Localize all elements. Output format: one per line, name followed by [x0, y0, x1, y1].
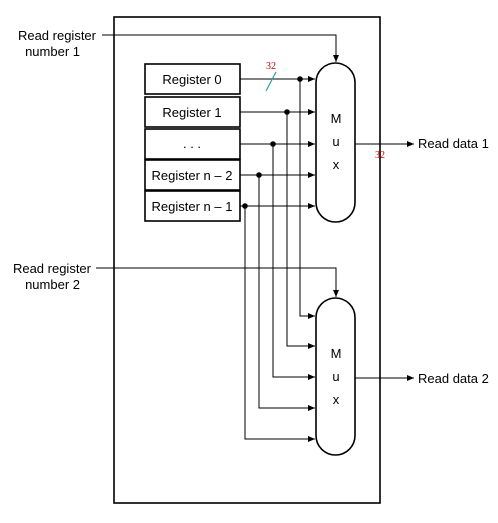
output-bus-width-label: 32: [375, 150, 385, 161]
mux-bottom: [315, 297, 356, 456]
wire-register-1-to-mux-bottom: [286, 112, 315, 349]
junction-dot-register-0: [297, 76, 303, 82]
read-register-2-label-line2: number 2: [25, 277, 80, 292]
mux-bottom-letter-x: x: [333, 392, 340, 407]
wire-register-0-to-mux-bottom: [299, 79, 315, 319]
register-n-1-label: Register n – 1: [152, 199, 233, 214]
read-data-2-label: Read data 2: [418, 371, 489, 386]
output-wires: [355, 141, 414, 381]
register-stack: Register 0 Register 1 . . . Register n –…: [144, 63, 241, 222]
register-bus-width-label: 32: [266, 61, 276, 72]
register-dots-label: . . .: [183, 136, 201, 151]
wire-register-dots-to-mux-bottom: [272, 144, 315, 380]
register-0-label: Register 0: [162, 72, 221, 87]
read-register-1-label-line2: number 1: [25, 44, 80, 59]
junction-dot-register-n-1: [242, 203, 248, 209]
mux-bottom-letter-u: u: [332, 369, 339, 384]
mux-top-letter-m: M: [331, 111, 342, 126]
register-file-outline: [113, 16, 381, 504]
register-n-1-box: [144, 190, 241, 222]
register-1-label: Register 1: [162, 105, 221, 120]
junction-dot-register-dots: [270, 141, 276, 147]
wires-to-bottom-mux: [244, 79, 315, 442]
bus-width-slash: [265, 71, 277, 92]
register-0-box: [144, 63, 241, 95]
wire-read-register-1-select: [102, 34, 339, 62]
wire-register-n-1-to-mux-bottom: [244, 206, 315, 442]
select-wires: [96, 34, 339, 297]
mux-top-letter-u: u: [332, 134, 339, 149]
read-register-1-label-line1: Read register: [18, 28, 97, 43]
register-1-box: [144, 96, 241, 128]
wire-register-n-2-to-mux-bottom: [258, 175, 315, 411]
read-register-2-label-line1: Read register: [13, 261, 92, 276]
junction-dot-register-n-2: [256, 172, 262, 178]
register-n-2-label: Register n – 2: [152, 168, 233, 183]
junction-dot-register-1: [284, 109, 290, 115]
register-n-2-box: [144, 159, 241, 191]
mux-top: [315, 62, 356, 223]
mux-top-letter-x: x: [333, 157, 340, 172]
wire-read-register-2-select: [96, 267, 339, 297]
read-data-1-label: Read data 1: [418, 136, 489, 151]
wires-to-top-mux: [240, 76, 315, 209]
junction-dots: [242, 76, 303, 209]
mux-bottom-letter-m: M: [331, 346, 342, 361]
